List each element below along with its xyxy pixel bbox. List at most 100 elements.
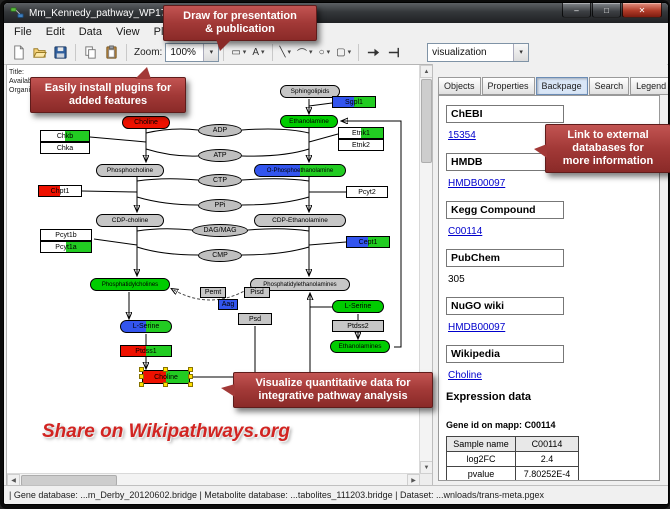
selection-handle[interactable] — [139, 382, 144, 387]
node-phosphatidylcholines[interactable]: Phosphatidylcholines — [90, 278, 170, 291]
node-phosphatidylethanolamines[interactable]: Phosphatidylethanolamines — [250, 278, 350, 291]
node-ptdss1[interactable]: Ptdss1 — [120, 345, 172, 357]
node-pcyt2[interactable]: Pcyt2 — [346, 186, 388, 198]
toolbar-separator — [358, 43, 360, 61]
tab-objects[interactable]: Objects — [438, 77, 481, 95]
toolbar-new-file-button[interactable] — [8, 42, 29, 62]
toolbar-tbar-button[interactable] — [384, 42, 405, 62]
toolbar-datanode-tool[interactable]: ▭▾ — [231, 46, 247, 58]
toolbar-save-button[interactable] — [50, 42, 71, 62]
pathway-info-line: Organism: — [9, 87, 42, 94]
selection-handle[interactable] — [163, 367, 168, 372]
node-pisd[interactable]: Pisd — [244, 287, 270, 298]
node-psd[interactable]: Psd — [238, 313, 272, 325]
toolbar-line-tool[interactable]: ╲▾ — [279, 46, 292, 58]
node-ptdss2[interactable]: Ptdss2 — [332, 320, 384, 332]
expression-cell: 2.4 — [515, 451, 579, 467]
app-icon — [10, 6, 24, 20]
expression-cell: Sample name — [446, 436, 516, 452]
toolbar-open-folder-button[interactable] — [29, 42, 50, 62]
toolbar-oval-tool[interactable]: ○▾ — [318, 46, 331, 58]
selection-handle[interactable] — [139, 374, 144, 379]
toolbar: Zoom:100%▾ ▭▾ A▾ ╲▾ ⌒▾ ○▾ ▢▾ visualization▾ — [4, 40, 668, 65]
node-pcyt1a[interactable]: Pcyt1a — [40, 241, 92, 253]
node-phosphocholine[interactable]: Phosphocholine — [96, 164, 164, 177]
node-l-serine-right[interactable]: L-Serine — [332, 300, 384, 313]
bp-value-wikipedia[interactable]: Choline — [448, 370, 482, 381]
node-aag[interactable]: Aag — [218, 299, 238, 310]
toolbar-copy-button[interactable] — [80, 42, 101, 62]
callout-install-plugins: Easily install plugins for added feature… — [30, 67, 186, 113]
callout-pointer — [534, 144, 547, 158]
horizontal-scrollbar[interactable]: ◀ ▶ — [7, 473, 420, 487]
maximize-button[interactable]: □ — [592, 3, 621, 18]
pathway-info-box: Title:Availability:Organism: — [9, 68, 44, 95]
expression-cell: log2FC — [446, 451, 516, 467]
toolbar-paste-button[interactable] — [101, 42, 122, 62]
node-l-serine-left[interactable]: L-Serine — [120, 320, 172, 333]
bp-value-hmdb[interactable]: HMDB00097 — [448, 178, 506, 189]
expression-cell: 7.80252E-4 — [515, 466, 579, 480]
title-bar[interactable]: Mm_Kennedy_pathway_WP1771_45176.gpml – □… — [4, 3, 668, 23]
vertical-scroll-thumb[interactable] — [421, 79, 432, 163]
node-adp[interactable]: ADP — [198, 124, 242, 137]
node-chkb[interactable]: Chkb — [40, 130, 90, 142]
tab-search[interactable]: Search — [588, 77, 630, 95]
share-wikipathways-text: Share on Wikipathways.org — [42, 421, 290, 442]
selection-handle[interactable] — [188, 367, 193, 372]
callout-pointer — [221, 384, 235, 397]
node-etnk1[interactable]: Etnk1 — [338, 127, 384, 139]
minimize-button[interactable]: – — [562, 3, 591, 18]
toolbar-separator — [223, 43, 225, 61]
selection-handle[interactable] — [188, 374, 193, 379]
menu-edit[interactable]: Edit — [45, 25, 65, 38]
menu-file[interactable]: File — [14, 25, 32, 38]
node-cdp-choline[interactable]: CDP-choline — [96, 214, 164, 227]
node-pemt[interactable]: Pemt — [200, 287, 226, 298]
zoom-label: Zoom: — [134, 46, 163, 58]
node-cdp-ethanolamine[interactable]: CDP-Ethanolamine — [254, 214, 346, 227]
bp-value-chebi[interactable]: 15354 — [448, 130, 476, 141]
node-chka[interactable]: Chka — [40, 142, 90, 154]
node-ctp[interactable]: CTP — [198, 174, 242, 187]
toolbar-arc-tool[interactable]: ⌒▾ — [297, 48, 313, 60]
toolbar-rect-tool[interactable]: ▢▾ — [336, 46, 352, 58]
node-ethanolamine[interactable]: Ethanolamine — [280, 115, 338, 128]
vertical-scrollbar[interactable]: ▲ ▼ — [419, 65, 433, 474]
tab-legend[interactable]: Legend — [630, 77, 668, 95]
visualization-combo[interactable]: visualization▾ — [427, 42, 530, 62]
node-etnk2[interactable]: Etnk2 — [338, 139, 384, 151]
toolbar-label-tool[interactable]: A▾ — [252, 46, 265, 58]
pathway-canvas[interactable]: Title:Availability:Organism: Sphingolipi… — [6, 64, 434, 488]
node-ppi[interactable]: PPi — [198, 199, 242, 212]
tab-properties[interactable]: Properties — [481, 77, 535, 95]
close-button[interactable]: ✕ — [622, 3, 662, 18]
node-sgpl1[interactable]: Sgpl1 — [332, 96, 376, 108]
bp-value-nugo-wiki[interactable]: HMDB00097 — [448, 322, 506, 333]
zoom-combo[interactable]: 100%▾ — [165, 42, 220, 62]
node-ethanolamines[interactable]: Ethanolamines — [330, 340, 390, 353]
selection-handle[interactable] — [163, 382, 168, 387]
node-choline-top[interactable]: Choline — [122, 116, 170, 129]
node-atp[interactable]: ATP — [198, 149, 242, 162]
toolbar-mim-arrow-button[interactable] — [363, 42, 384, 62]
node-o-phosphoethanolamine[interactable]: O-Phosphoethanolamine — [254, 164, 346, 177]
node-dag-mag[interactable]: DAG/MAG — [192, 224, 248, 237]
expression-cell: pvalue — [446, 466, 516, 480]
tab-backpage[interactable]: Backpage — [535, 77, 588, 95]
selection-handle[interactable] — [139, 367, 144, 372]
node-cept1[interactable]: Cept1 — [346, 236, 390, 248]
node-chpt1[interactable]: Chpt1 — [38, 185, 82, 197]
node-sphingolipids[interactable]: Sphingolipids — [280, 85, 340, 98]
menu-view[interactable]: View — [115, 25, 140, 38]
window-controls: – □ ✕ — [561, 3, 662, 18]
node-cmp[interactable]: CMP — [198, 249, 242, 262]
scrollbar-corner — [420, 474, 433, 487]
node-pcyt1b[interactable]: Pcyt1b — [40, 229, 92, 241]
selection-handle[interactable] — [188, 382, 193, 387]
menu-data[interactable]: Data — [78, 25, 102, 38]
bp-value-kegg-compound[interactable]: C00114 — [448, 226, 483, 237]
bp-value-pubchem: 305 — [448, 274, 465, 285]
